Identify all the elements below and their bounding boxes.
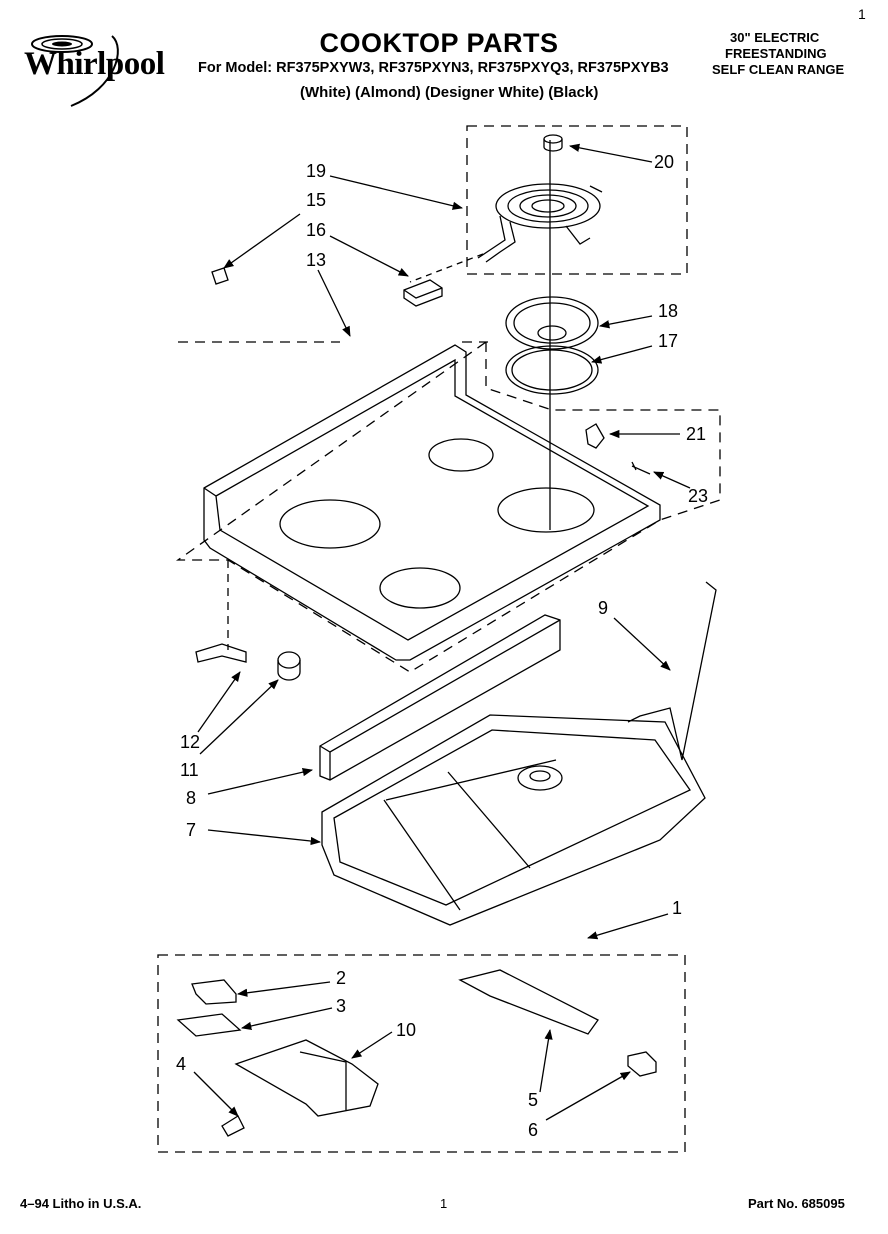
page-title: COOKTOP PARTS [319, 28, 559, 58]
part-23-screw [631, 461, 651, 475]
range-type-line-1: 30" ELECTRIC [730, 30, 820, 45]
part-18-drip-bowl [505, 296, 599, 350]
part-19-surface-element [477, 183, 603, 263]
page-number: 1 [440, 1196, 448, 1211]
range-type-line-3: SELF CLEAN RANGE [712, 62, 845, 77]
part-16-terminal-block [403, 279, 443, 307]
callout-6: 6 [528, 1120, 539, 1140]
part-13-cooktop [203, 344, 661, 661]
part-2-switch [191, 979, 237, 1005]
callout-16: 16 [306, 220, 327, 240]
callout-9: 9 [598, 598, 609, 618]
callout-3: 3 [336, 996, 347, 1016]
brand-logo: Whirlpool [24, 46, 165, 82]
range-type-line-2: FREESTANDING [725, 46, 827, 61]
model-list: For Model: RF375PXYW3, RF375PXYN3, RF375… [198, 60, 669, 76]
corner-mark: 1 [858, 6, 866, 22]
terminal-guide-line [409, 253, 484, 283]
part-10-control-bracket [234, 1039, 379, 1117]
part-8-channel [319, 614, 561, 781]
part-17-trim-ring [505, 345, 599, 395]
callout-19: 19 [306, 161, 327, 181]
callout-1: 1 [672, 898, 683, 918]
part-20-cap [543, 134, 563, 152]
callout-2: 2 [336, 968, 347, 988]
part-5-bar [458, 969, 599, 1035]
callout-23: 23 [688, 486, 709, 506]
part-number: Part No. 685095 [748, 1196, 845, 1211]
callout-10: 10 [396, 1020, 417, 1040]
callout-7: 7 [186, 820, 197, 840]
leader-arrows [193, 143, 691, 1121]
callout-12: 12 [180, 732, 201, 752]
callout-8: 8 [186, 788, 197, 808]
whirlpool-swirl-logo [31, 35, 119, 107]
callout-13: 13 [306, 250, 327, 270]
part-15-clip [211, 267, 229, 285]
part-6-connector [627, 1051, 657, 1077]
color-list: (White) (Almond) (Designer White) (Black… [300, 84, 599, 101]
callout-15: 15 [306, 190, 327, 210]
callout-20: 20 [654, 152, 675, 172]
dashed-group-boxes [157, 125, 721, 1153]
part-9-rod [627, 581, 717, 761]
callout-18: 18 [658, 301, 679, 321]
callout-21: 21 [686, 424, 707, 444]
litho-note: 4–94 Litho in U.S.A. [20, 1196, 142, 1211]
callout-11: 11 [180, 760, 199, 780]
callout-4: 4 [176, 1054, 187, 1074]
controls-group-box [157, 954, 686, 1153]
callout-17: 17 [658, 331, 679, 351]
part-3-insulator [176, 1013, 242, 1037]
part-7-support-box [321, 714, 706, 926]
element-group-box [466, 125, 688, 275]
part-12-plug [195, 643, 247, 663]
part-4-clip [221, 1115, 245, 1137]
part-21-bracket [585, 423, 605, 449]
part-11-grommet [277, 651, 301, 681]
callout-5: 5 [528, 1090, 539, 1110]
cooktop-group-box [175, 340, 721, 673]
